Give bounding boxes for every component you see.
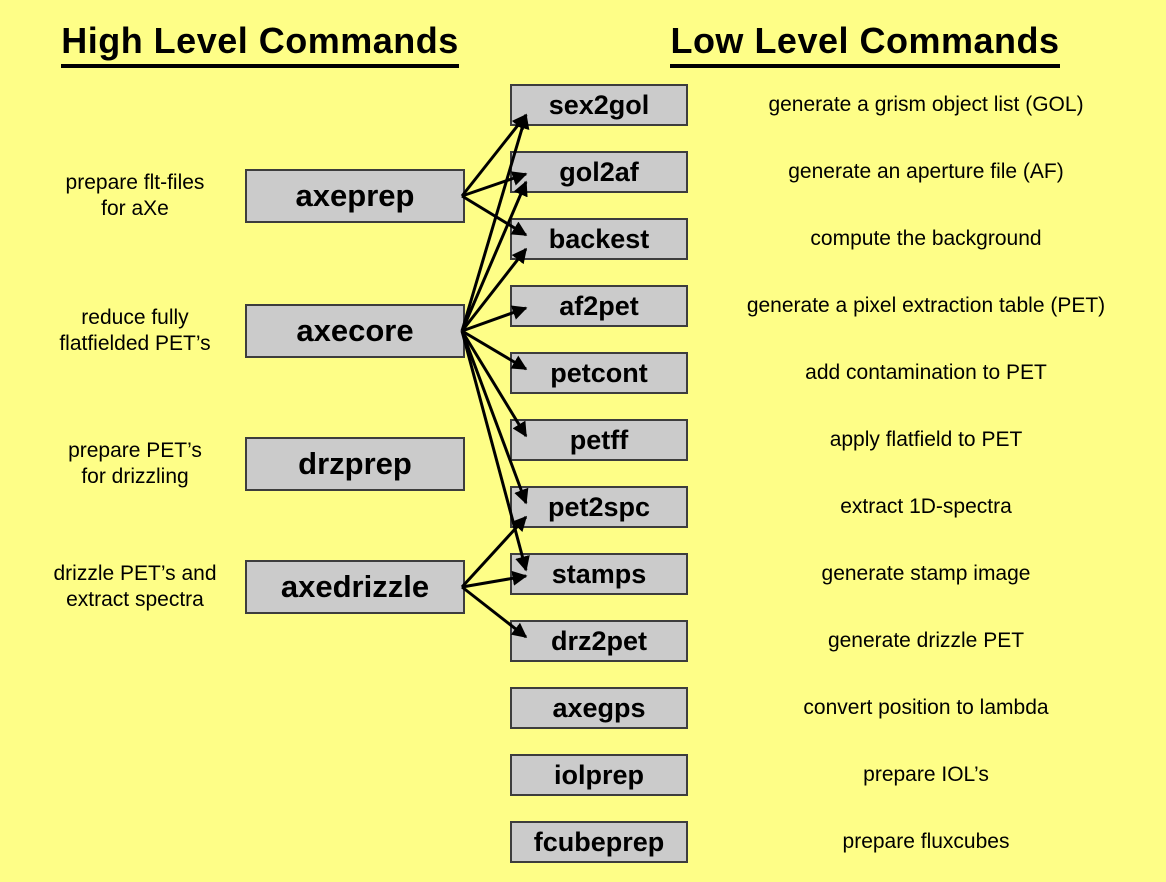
low-command-label: axegps bbox=[552, 692, 646, 723]
low-command-description-stamps: generate stamp image bbox=[821, 562, 1031, 585]
low-command-label: fcubeprep bbox=[533, 826, 665, 857]
low-command-box-sex2gol: sex2gol bbox=[510, 84, 688, 126]
low-command-box-gol2af: gol2af bbox=[510, 151, 688, 193]
high-command-description-axeprep: prepare flt-files for aXe bbox=[65, 171, 205, 220]
high-command-label: drzprep bbox=[298, 446, 412, 481]
high-command-label: axeprep bbox=[295, 178, 415, 213]
low-command-label: petff bbox=[569, 424, 629, 455]
low-command-box-backest: backest bbox=[510, 218, 688, 260]
low-command-description-axegps: convert position to lambda bbox=[803, 696, 1049, 719]
low-command-description-petff: apply flatfield to PET bbox=[829, 428, 1023, 451]
low-command-description-sex2gol: generate a grism object list (GOL) bbox=[768, 93, 1084, 116]
low-command-box-af2pet: af2pet bbox=[510, 285, 688, 327]
high-command-box-axecore: axecore bbox=[245, 304, 465, 358]
low-command-box-pet2spc: pet2spc bbox=[510, 486, 688, 528]
low-command-description-backest: compute the background bbox=[810, 227, 1042, 250]
low-command-label: pet2spc bbox=[547, 491, 651, 522]
low-command-label: backest bbox=[548, 223, 650, 254]
low-command-description-af2pet: generate a pixel extraction table (PET) bbox=[746, 294, 1106, 317]
low-command-box-petcont: petcont bbox=[510, 352, 688, 394]
high-command-description-axedrizzle: drizzle PET’s and extract spectra bbox=[53, 562, 217, 611]
low-command-box-petff: petff bbox=[510, 419, 688, 461]
high-command-box-drzprep: drzprep bbox=[245, 437, 465, 491]
low-command-box-fcubeprep: fcubeprep bbox=[510, 821, 688, 863]
low-command-box-drz2pet: drz2pet bbox=[510, 620, 688, 662]
high-command-box-axeprep: axeprep bbox=[245, 169, 465, 223]
high-level-commands-title-text: High Level Commands bbox=[61, 20, 459, 68]
low-command-description-iolprep: prepare IOL’s bbox=[863, 763, 989, 786]
high-command-description-axecore: reduce fully flatfielded PET’s bbox=[59, 306, 211, 355]
low-command-label: sex2gol bbox=[548, 89, 650, 120]
low-command-box-iolprep: iolprep bbox=[510, 754, 688, 796]
low-command-label: drz2pet bbox=[550, 625, 648, 656]
high-level-commands-title: High Level Commands bbox=[30, 20, 490, 68]
high-command-description-drzprep: prepare PET’s for drizzling bbox=[68, 439, 202, 488]
low-command-label: iolprep bbox=[553, 759, 644, 790]
low-command-description-gol2af: generate an aperture file (AF) bbox=[788, 160, 1064, 183]
high-command-box-axedrizzle: axedrizzle bbox=[245, 560, 465, 614]
high-command-label: axedrizzle bbox=[280, 569, 430, 604]
low-command-description-petcont: add contamination to PET bbox=[805, 361, 1047, 384]
low-command-description-pet2spc: extract 1D-spectra bbox=[840, 495, 1012, 518]
low-command-box-stamps: stamps bbox=[510, 553, 688, 595]
low-level-commands-title-text: Low Level Commands bbox=[670, 20, 1060, 68]
low-command-label: stamps bbox=[551, 558, 647, 589]
low-command-label: af2pet bbox=[559, 290, 639, 321]
low-level-commands-title: Low Level Commands bbox=[645, 20, 1085, 68]
low-command-label: petcont bbox=[550, 357, 648, 388]
low-command-description-drz2pet: generate drizzle PET bbox=[827, 629, 1025, 652]
low-command-box-axegps: axegps bbox=[510, 687, 688, 729]
high-command-label: axecore bbox=[296, 313, 414, 348]
low-command-description-fcubeprep: prepare fluxcubes bbox=[842, 830, 1010, 853]
low-command-label: gol2af bbox=[559, 156, 639, 187]
